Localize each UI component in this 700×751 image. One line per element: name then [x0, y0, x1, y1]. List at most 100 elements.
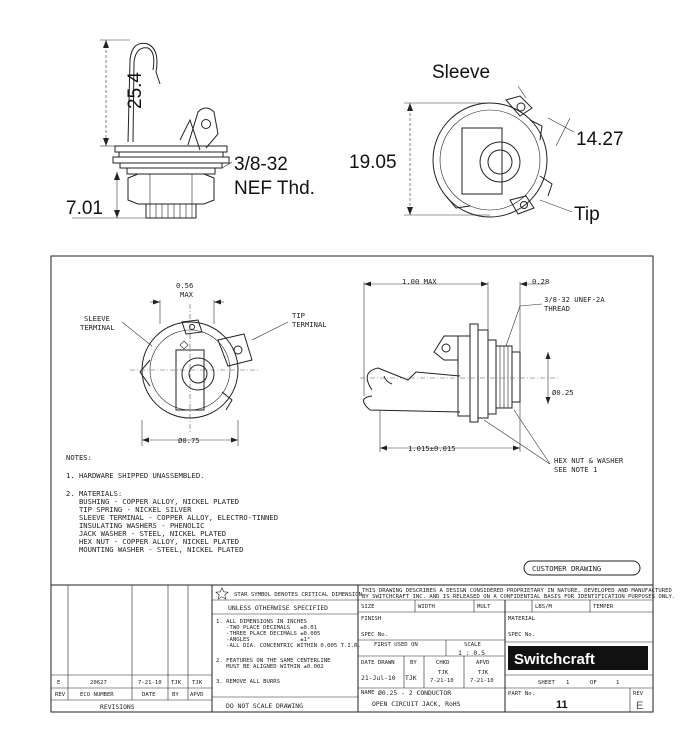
sleeve-terminal-1: SLEEVE: [84, 314, 110, 323]
front-view-sketch: Sleeve 19.05 14.27 Tip: [349, 62, 624, 225]
sheet-number: 1: [566, 680, 569, 686]
rev-row-rev: E: [57, 680, 61, 686]
scale-value: 1 : 0.5: [458, 649, 485, 657]
dim-0-28: 0.28: [532, 277, 549, 286]
tolerance-line: 1. ALL DIMENSIONS IN INCHES: [216, 619, 307, 625]
by-value: TJK: [405, 674, 417, 682]
note-line: JACK WASHER - STEEL, NICKEL PLATED: [66, 529, 226, 538]
tolerance-line: MUST BE ALIGNED WITHIN ±0.002: [216, 664, 324, 670]
dim-1-00-max: 1.00 MAX: [402, 277, 437, 286]
notes-block: NOTES: 1. HARDWARE SHIPPED UNASSEMBLED. …: [66, 453, 278, 554]
spec-no-label-right: SPEC No.: [508, 632, 535, 638]
rev-label: REV: [633, 691, 644, 697]
tip-terminal-2: TERMINAL: [292, 320, 327, 329]
switchcraft-logo: [508, 646, 648, 670]
tip-terminal-1: TIP: [292, 311, 305, 320]
unless-specified: UNLESS OTHERWISE SPECIFIED: [228, 604, 328, 612]
note-line: 2. MATERIALS:: [66, 489, 122, 498]
dim-1-015: 1.015±0.015: [408, 444, 456, 453]
do-not-scale: DO NOT SCALE DRAWING: [226, 702, 303, 710]
rev-row-date: 7-21-10: [138, 680, 162, 686]
rev-header-apvd: APVD: [190, 692, 204, 698]
dim-19-05: 19.05: [349, 152, 397, 173]
sheet-of: OF: [590, 680, 597, 686]
lbs-m-label: LBS/M: [535, 604, 552, 610]
chkd-label: CHKD: [436, 660, 450, 666]
note-line: BUSHING - COPPER ALLOY, NICKEL PLATED: [66, 497, 239, 506]
date-drawn-value: 21-Jul-10: [361, 674, 396, 682]
mult-label: MULT: [477, 604, 491, 610]
revisions-title: REVISIONS: [100, 703, 135, 711]
sleeve-label: Sleeve: [432, 62, 490, 83]
note-line: NOTES:: [66, 453, 92, 462]
thread-spec-2: THREAD: [544, 304, 570, 313]
chkd-by: TJK: [438, 670, 449, 676]
rev-header-date: DATE: [142, 692, 156, 698]
sheet-total: 1: [616, 680, 619, 686]
dim-7-01: 7.01: [66, 198, 103, 219]
tolerance-line: -THREE PLACE DECIMALS ±0.005: [216, 631, 320, 637]
dim-14-27: 14.27: [576, 129, 624, 150]
tolerance-line: 3. REMOVE ALL BURRS: [216, 679, 280, 685]
sheet-label: SHEET: [538, 680, 555, 686]
sleeve-terminal-2: TERMINAL: [80, 323, 115, 332]
rev-row-by: TJK: [171, 680, 182, 686]
engineering-front-view: 0.56 MAX SLEEVE TERMINAL TIP TERMINAL Ø0…: [80, 281, 327, 446]
star-note: STAR SYMBOL DENOTES CRITICAL DIMENSION: [234, 592, 362, 598]
tip-label: Tip: [574, 204, 600, 225]
customer-drawing-label: CUSTOMER DRAWING: [532, 564, 601, 573]
chkd-date: 7-21-10: [430, 678, 454, 684]
name-label: NAME: [361, 690, 375, 696]
title-block: STAR SYMBOL DENOTES CRITICAL DIMENSION T…: [51, 584, 675, 712]
tolerance-line: -TWO PLACE DECIMALS ±0.01: [216, 625, 317, 631]
part-name-2: OPEN CIRCUIT JACK, RoHS: [372, 700, 461, 708]
dim-0-56-max: MAX: [180, 290, 194, 299]
rev-row-eco: 20627: [90, 680, 107, 686]
rev-row-apvd: TJK: [192, 680, 203, 686]
proprietary-2: BY SWITCHCRAFT INC. AND IS RELEASED ON A…: [362, 594, 675, 600]
note-line: TIP SPRING - NICKEL SILVER: [66, 505, 192, 514]
tolerance-line: -ALL DIA. CONCENTRIC WITHIN 0.005 T.I.R.: [216, 643, 361, 649]
note-line: MOUNTING WASHER - STEEL, NICKEL PLATED: [66, 545, 243, 554]
proprietary-1: THIS DRAWING DESCRIBES A DESIGN CONSIDER…: [362, 588, 672, 594]
spec-no-label-left: SPEC No.: [361, 632, 388, 638]
apvd-label: APVD: [476, 660, 490, 666]
note-line: 1. HARDWARE SHIPPED UNASSEMBLED.: [66, 471, 204, 480]
part-name-1: Ø0.25 - 2 CONDUCTOR: [378, 689, 451, 697]
note-line: INSULATING WASHERS - PHENOLIC: [66, 521, 204, 530]
dim-25-4: 25.4: [125, 72, 146, 109]
tolerance-line: -ANGLES ±1°: [216, 637, 310, 643]
date-drawn-label: DATE DRAWN: [361, 660, 395, 666]
scale-label: SCALE: [464, 642, 481, 648]
hex-nut-note-2: SEE NOTE 1: [554, 465, 597, 474]
thread-label-2: NEF Thd.: [234, 178, 315, 199]
by-label: BY: [410, 660, 417, 666]
engineering-side-view: 1.00 MAX 0.28 3/8-32 UNEF-2A THREAD Ø0.2…: [360, 277, 624, 474]
material-label: MATERIAL: [508, 616, 536, 622]
thread-spec-1: 3/8-32 UNEF-2A: [544, 295, 605, 304]
side-view-sketch: 25.4 3/8-32 NEF Thd. 7.01: [66, 39, 315, 219]
rev-header-eco: ECO NUMBER: [80, 692, 114, 698]
part-no-label: PART No.: [508, 691, 535, 697]
rev-header-by: BY: [172, 692, 179, 698]
hex-nut-note-1: HEX NUT & WASHER: [554, 456, 624, 465]
first-used-on: FIRST USED ON: [374, 642, 418, 648]
rev-header-rev: REV: [55, 692, 66, 698]
size-label: SIZE: [361, 604, 375, 610]
part-number: 11: [556, 699, 568, 711]
thread-label-1: 3/8-32: [234, 154, 288, 175]
finish-label: FINISH: [361, 616, 381, 622]
dia-0-25: Ø0.25: [552, 388, 574, 397]
dim-0-56: 0.56: [176, 281, 193, 290]
dia-0-75: Ø0.75: [178, 436, 200, 445]
width-label: WIDTH: [418, 604, 435, 610]
rev-value: E: [636, 700, 643, 712]
apvd-by: TJK: [478, 670, 489, 676]
note-line: SLEEVE TERMINAL - COPPER ALLOY, ELECTRO-…: [66, 513, 278, 522]
note-line: HEX NUT - COPPER ALLOY, NICKEL PLATED: [66, 537, 239, 546]
logo-text: Switchcraft: [514, 651, 595, 668]
drawing-border: [50, 255, 654, 713]
temper-label: TEMPER: [593, 604, 614, 610]
critical-star-icon: [215, 587, 229, 600]
